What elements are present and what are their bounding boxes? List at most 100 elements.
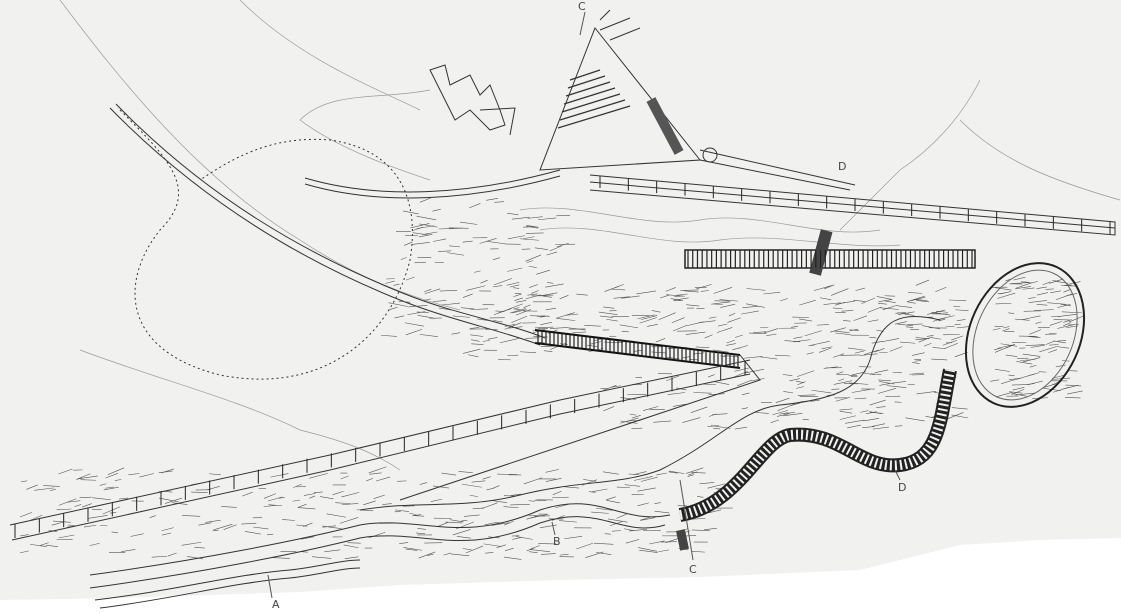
hatch-stroke bbox=[743, 356, 763, 359]
serpentine-bridge bbox=[678, 368, 957, 522]
hatch-stroke bbox=[874, 369, 889, 374]
hatch-stroke bbox=[343, 544, 359, 549]
hatch-stroke bbox=[1052, 279, 1059, 282]
hatch-stroke bbox=[522, 236, 535, 240]
hatch-stroke bbox=[545, 307, 557, 311]
hatch-stroke bbox=[602, 471, 619, 475]
hatch-stroke bbox=[469, 327, 480, 329]
hatch-stroke bbox=[507, 303, 523, 310]
hatch-stroke bbox=[427, 553, 434, 556]
hatch-stroke bbox=[546, 282, 554, 284]
hatch-stroke bbox=[611, 530, 622, 532]
hatch-stroke bbox=[751, 378, 765, 382]
hatch-stroke bbox=[799, 299, 816, 306]
hatch-stroke bbox=[905, 326, 914, 328]
hatch-stroke bbox=[955, 309, 969, 311]
hatch-stroke bbox=[121, 549, 136, 552]
hatch-stroke bbox=[863, 349, 879, 355]
hatch-stroke bbox=[419, 223, 438, 228]
hatch-stroke bbox=[253, 526, 269, 530]
hatch-stroke bbox=[491, 522, 510, 526]
hatch-stroke bbox=[303, 493, 316, 496]
hatch-stroke bbox=[504, 520, 514, 526]
hatch-stroke bbox=[110, 512, 117, 514]
hatch-stroke bbox=[590, 341, 601, 345]
hatch-stroke bbox=[1061, 384, 1079, 390]
hatch-stroke bbox=[43, 485, 60, 487]
hatch-stroke bbox=[994, 347, 1002, 351]
hatch-stroke bbox=[877, 302, 887, 305]
hatch-stroke bbox=[624, 484, 640, 487]
hatch-stroke bbox=[713, 427, 721, 430]
hatch-stroke bbox=[212, 529, 219, 532]
hatch-stroke bbox=[906, 323, 923, 326]
hatch-stroke bbox=[782, 374, 793, 377]
hatch-stroke bbox=[103, 486, 119, 491]
hatch-stroke bbox=[452, 529, 471, 536]
hatch-stroke bbox=[417, 528, 426, 530]
hatch-stroke bbox=[430, 498, 443, 502]
hatch-stroke bbox=[523, 304, 531, 308]
hatch-stroke bbox=[458, 471, 473, 473]
hatch-stroke bbox=[867, 319, 879, 323]
hatch-stroke bbox=[606, 499, 620, 504]
hatch-stroke bbox=[340, 475, 349, 480]
hatch-stroke bbox=[516, 309, 532, 316]
hatch-stroke bbox=[543, 350, 553, 353]
hatch-stroke bbox=[564, 535, 583, 540]
hatch-stroke bbox=[603, 385, 617, 391]
hatch-stroke bbox=[797, 394, 816, 396]
hatch-stroke bbox=[528, 266, 537, 268]
hatch-stroke bbox=[707, 374, 715, 378]
hatch-stroke bbox=[770, 419, 779, 423]
hatch-stroke bbox=[393, 283, 400, 286]
hatch-stroke bbox=[297, 507, 316, 510]
hatch-stroke bbox=[839, 410, 853, 414]
hatch-stroke bbox=[128, 473, 140, 476]
hatch-stroke bbox=[821, 346, 833, 350]
hatch-stroke bbox=[1036, 303, 1048, 306]
hatch-stroke bbox=[461, 307, 475, 310]
hatch-stroke bbox=[485, 552, 494, 554]
hatch-stroke bbox=[651, 310, 661, 313]
hatch-stroke bbox=[414, 261, 426, 264]
hatch-stroke bbox=[405, 548, 418, 551]
hatch-stroke bbox=[813, 285, 832, 291]
hatch-stroke bbox=[878, 379, 891, 382]
hatch-stroke bbox=[339, 517, 359, 524]
hatch-stroke bbox=[1048, 349, 1058, 353]
hatch-stroke bbox=[319, 496, 334, 500]
hatch-stroke bbox=[682, 417, 701, 423]
hatch-stroke bbox=[492, 285, 503, 288]
hatch-stroke bbox=[1030, 344, 1046, 348]
hatch-stroke bbox=[703, 383, 717, 385]
hatch-stroke bbox=[181, 541, 202, 546]
upper-bridge bbox=[684, 229, 976, 276]
hatch-stroke bbox=[708, 509, 722, 514]
wavy-path-b bbox=[89, 503, 671, 576]
hatch-stroke bbox=[851, 389, 871, 393]
hatch-stroke bbox=[690, 406, 708, 413]
hatch-stroke bbox=[877, 388, 897, 394]
hatch-stroke bbox=[616, 513, 627, 519]
hatch-stroke bbox=[936, 315, 955, 320]
hatch-stroke bbox=[111, 531, 119, 534]
hatch-stroke bbox=[487, 337, 498, 340]
hatch-stroke bbox=[951, 407, 968, 410]
hatch-stroke bbox=[1063, 289, 1071, 293]
hatch-stroke bbox=[839, 408, 853, 411]
hatch-stroke bbox=[438, 228, 454, 230]
hatch-stroke bbox=[863, 372, 875, 376]
hatch-stroke bbox=[665, 356, 680, 360]
hatch-stroke bbox=[506, 212, 519, 216]
hatch-stroke bbox=[418, 551, 436, 559]
hatch-stroke bbox=[629, 413, 637, 416]
hatch-stroke bbox=[1055, 346, 1070, 349]
hatch-stroke bbox=[714, 381, 730, 385]
hatch-stroke bbox=[606, 318, 618, 322]
hatch-stroke bbox=[779, 412, 788, 415]
hatch-stroke bbox=[58, 534, 75, 539]
hatch-stroke bbox=[139, 473, 155, 478]
hatch-stroke bbox=[341, 492, 360, 498]
hatch-stroke bbox=[874, 348, 885, 353]
